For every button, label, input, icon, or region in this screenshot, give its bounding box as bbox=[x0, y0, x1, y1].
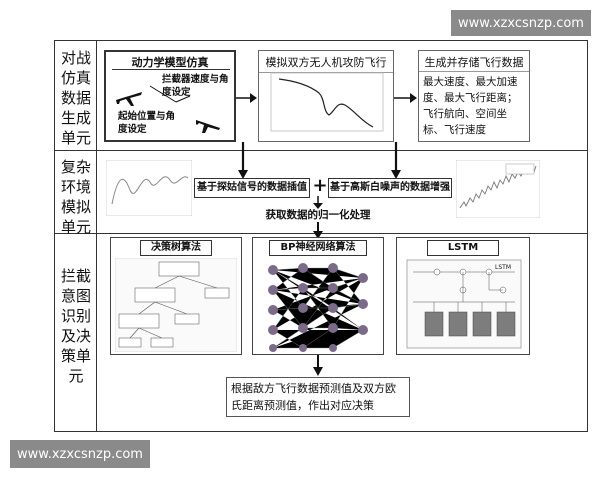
store-title: 生成并存储飞行数据 bbox=[419, 54, 529, 72]
decision-output-text: 根据敌方飞行数据预测值及双方欧氏距离预测值，作出对应决策 bbox=[231, 382, 396, 412]
arrow-down-left bbox=[238, 142, 248, 179]
row3-connector bbox=[313, 355, 323, 376]
lstm-box: LSTM LSTM bbox=[396, 237, 530, 355]
normalization-label: 获取数据的归一化处理 bbox=[258, 206, 378, 224]
arrow-to-normalize bbox=[313, 196, 323, 209]
decision-output-box: 根据敌方飞行数据预测值及双方欧氏距离预测值，作出对应决策 bbox=[226, 377, 410, 417]
store-description: 最大速度、最大加速度、最大飞行距离；飞行航向、空间坐标、飞行速度 bbox=[423, 76, 518, 136]
arrow-dynamics-to-simulate bbox=[236, 93, 257, 103]
row-label-recognition: 拦截意图识别及决策单元 bbox=[58, 266, 94, 386]
store-flight-data-box: 生成并存储飞行数据 最大速度、最大加速度、最大飞行距离；飞行航向、空间坐标、飞行… bbox=[418, 50, 530, 142]
interpolation-label: 基于探姑信号的数据插值 bbox=[194, 178, 310, 198]
diagram-frame bbox=[54, 40, 588, 432]
decision-tree-title: 决策树算法 bbox=[140, 240, 212, 256]
neural-network-figure bbox=[268, 263, 368, 352]
dynamics-simulation-box: 动力学模型仿真 拦截器速度与角度设定 起始位置与角度设定 bbox=[104, 50, 236, 142]
normalization-text: 获取数据的归一化处理 bbox=[265, 209, 371, 221]
plane-icon-right bbox=[196, 120, 220, 133]
signal-waveform-figure bbox=[106, 160, 192, 216]
simulate-title: 模拟双方无人机攻防飞行 bbox=[259, 54, 393, 73]
simulate-flight-box: 模拟双方无人机攻防飞行 bbox=[258, 50, 394, 142]
lstm-inner-label: LSTM bbox=[495, 264, 511, 271]
row-label-text: 对战仿真数据生成单元 bbox=[60, 49, 91, 147]
arrow-simulate-to-store bbox=[394, 93, 417, 103]
arrow-down-right bbox=[391, 142, 401, 179]
row-label-data-generation: 对战仿真数据生成单元 bbox=[58, 48, 94, 148]
lstm-diagram-figure bbox=[406, 259, 522, 349]
watermark-bottom: www.xzxcsnzp.com bbox=[10, 440, 150, 468]
decision-tree-box: 决策树算法 bbox=[110, 237, 242, 355]
row-label-text: 复杂环境模拟单元 bbox=[60, 158, 91, 236]
bp-network-title: BP神经网络算法 bbox=[269, 240, 367, 256]
watermark-top: www.xzxcsnzp.com bbox=[451, 10, 591, 36]
plane-icon-left bbox=[116, 92, 142, 106]
label-column-divider bbox=[96, 40, 97, 432]
decision-tree-figure bbox=[115, 258, 237, 352]
noise-text: 基于高斯白噪声的数据增强 bbox=[330, 182, 450, 193]
plus-sign: + bbox=[312, 175, 328, 196]
carrier-setting-label: 拦截器速度与角度设定 bbox=[162, 74, 229, 98]
arrow-row2-to-row3 bbox=[313, 222, 323, 239]
flow-arrows bbox=[149, 85, 191, 103]
flight-trajectory-figure bbox=[270, 72, 384, 132]
interpolation-text: 基于探姑信号的数据插值 bbox=[197, 182, 307, 193]
dynamics-title-underline bbox=[112, 69, 230, 70]
row-label-environment: 复杂环境模拟单元 bbox=[58, 157, 94, 237]
bp-network-box: BP神经网络算法 bbox=[252, 237, 384, 355]
noise-data-figure bbox=[456, 160, 540, 218]
row-divider-1 bbox=[54, 150, 588, 151]
row-label-text: 拦截意图识别及决策单元 bbox=[60, 267, 91, 385]
start-setting-label: 起始位置与角度设定 bbox=[118, 111, 176, 135]
lstm-title: LSTM bbox=[427, 240, 499, 256]
dynamics-title: 动力学模型仿真 bbox=[131, 56, 209, 69]
noise-augmentation-label: 基于高斯白噪声的数据增强 bbox=[328, 178, 452, 198]
